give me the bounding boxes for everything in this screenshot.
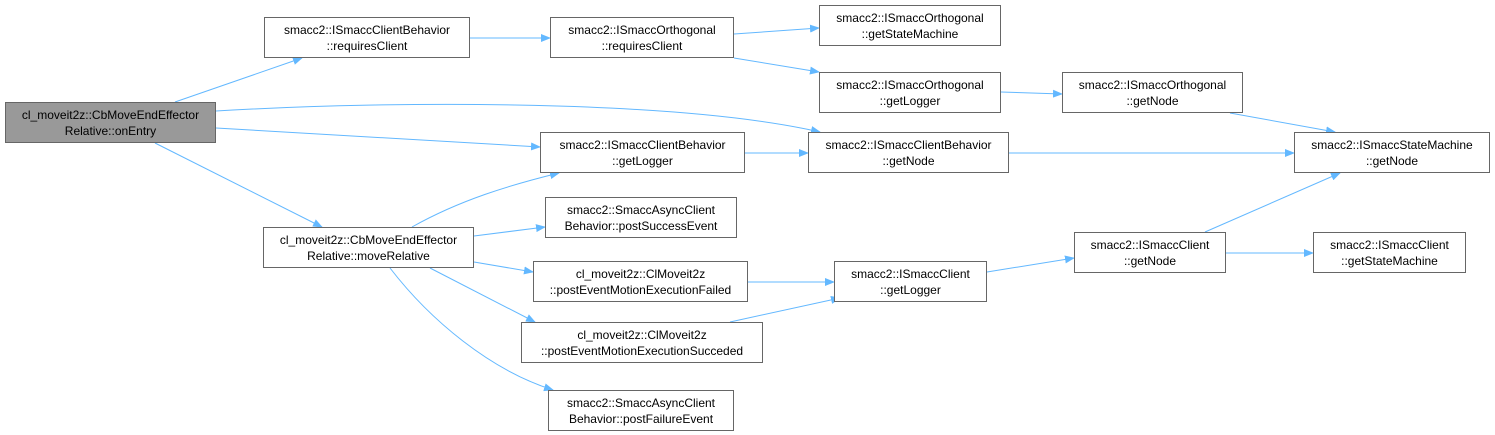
edge-moveRelative-to-postFailed [473, 261, 534, 275]
node-label-line1: smacc2::ISmaccClient [1330, 237, 1449, 252]
node-ismaccclient-getlogger[interactable]: smacc2::ISmaccClient ::getLogger [834, 261, 987, 302]
node-label-line2: ::postEventMotionExecutionFailed [549, 282, 732, 297]
node-label-line1: smacc2::ISmaccClient [1090, 237, 1210, 252]
node-label-line2: ::getNode [1365, 153, 1419, 168]
node-clmoveit2z-posteventmotionexecutionfailed[interactable]: cl_moveit2z::ClMoveit2z ::postEventMotio… [533, 261, 748, 302]
node-ismaccorthogonal-requiresclient[interactable]: smacc2::ISmaccOrthogonal ::requiresClien… [550, 17, 734, 58]
node-label-line2: ::getNode [882, 153, 935, 168]
edge-orth_requiresClient-to-orth_getLogger [733, 57, 820, 75]
node-label-line2: ::getStateMachine [1341, 253, 1438, 268]
node-label-line2: ::requiresClient [601, 38, 683, 53]
node-label-line1: smacc2::ISmaccClientBehavior [825, 137, 992, 152]
edge-onEntry-to-cb_requiresClient [174, 57, 303, 103]
node-label-line1: smacc2::ISmaccClient [851, 266, 970, 281]
edge-client_getNode-to-sm_getNode [1204, 172, 1341, 233]
node-label-line2: ::getLogger [612, 153, 673, 168]
node-ismaccorthogonal-getnode[interactable]: smacc2::ISmaccOrthogonal ::getNode [1062, 72, 1243, 113]
edge-orth_getLogger-to-orth_getNode [1000, 89, 1063, 98]
edge-orth_requiresClient-to-orth_getStateMachine [733, 24, 820, 35]
edge-postSucceded-to-client_getLogger [729, 296, 841, 323]
edge-moveRelative-to-postSucceded [429, 267, 536, 323]
node-label-line2: Behavior::postSuccessEvent [564, 218, 718, 233]
edge-onEntry-to-cb_getLogger [215, 127, 541, 151]
node-cbmoveendeffectorrelative-moverelative[interactable]: cl_moveit2z::CbMoveEndEffector Relative:… [263, 227, 474, 268]
edge-moveRelative-to-cb_getLogger [411, 171, 560, 228]
edge-moveRelative-to-postFailureEvent [389, 267, 554, 392]
node-label-line2: ::getNode [1123, 253, 1177, 268]
node-label-line1: cl_moveit2z::CbMoveEndEffector [21, 107, 200, 122]
node-ismaccorthogonal-getlogger[interactable]: smacc2::ISmaccOrthogonal ::getLogger [819, 72, 1001, 113]
node-ismaccclientbehavior-requiresclient[interactable]: smacc2::ISmaccClientBehavior ::requiresC… [264, 17, 470, 58]
node-label-line1: cl_moveit2z::ClMoveit2z [577, 327, 707, 342]
node-label-line1: smacc2::ISmaccOrthogonal [836, 10, 984, 25]
node-label-line2: ::getNode [1126, 93, 1179, 108]
node-label-line2: Relative::onEntry [64, 123, 157, 138]
node-label-line2: ::postEventMotionExecutionSucceded [540, 343, 744, 358]
node-label-line1: smacc2::ISmaccStateMachine [1311, 137, 1473, 152]
node-label-line1: smacc2::SmaccAsyncClient [566, 202, 716, 217]
node-label-line1: smacc2::ISmaccOrthogonal [1078, 77, 1227, 92]
node-label-line1: smacc2::ISmaccOrthogonal [836, 77, 984, 92]
edge-client_getLogger-to-client_getNode [986, 255, 1075, 273]
node-label-line1: smacc2::ISmaccClientBehavior [283, 22, 451, 37]
node-label-line2: ::getLogger [880, 282, 941, 297]
node-label-line1: smacc2::ISmaccOrthogonal [568, 22, 716, 37]
node-label-line1: smacc2::SmaccAsyncClient [566, 395, 716, 410]
node-cbmoveendeffectorrelative-onentry[interactable]: cl_moveit2z::CbMoveEndEffector Relative:… [5, 102, 216, 143]
node-ismaccclientbehavior-getnode[interactable]: smacc2::ISmaccClientBehavior ::getNode [808, 132, 1009, 173]
node-label-line1: cl_moveit2z::CbMoveEndEffector [279, 232, 458, 247]
edge-onEntry-to-cb_getNode [215, 103, 821, 134]
node-label-line1: smacc2::ISmaccClientBehavior [559, 137, 726, 152]
node-label-line2: ::getLogger [879, 93, 941, 108]
node-label-line2: ::getStateMachine [861, 26, 959, 41]
node-ismaccorthogonal-getstatemachine[interactable]: smacc2::ISmaccOrthogonal ::getStateMachi… [819, 5, 1001, 46]
edge-moveRelative-to-postSuccessEvent [473, 224, 546, 237]
node-label-line2: Behavior::postFailureEvent [568, 411, 714, 426]
node-ismaccclient-getstatemachine[interactable]: smacc2::ISmaccClient ::getStateMachine [1313, 232, 1466, 273]
edge-onEntry-to-moveRelative [154, 142, 323, 228]
node-clmoveit2z-posteventmotionexecutionsucceded[interactable]: cl_moveit2z::ClMoveit2z ::postEventMotio… [521, 322, 763, 363]
edge-orth_getNode-to-sm_getNode [1229, 112, 1336, 135]
node-smaccasyncclientbehavior-postfailureevent[interactable]: smacc2::SmaccAsyncClient Behavior::postF… [548, 390, 734, 431]
node-ismaccclient-getnode[interactable]: smacc2::ISmaccClient ::getNode [1074, 232, 1226, 273]
node-label-line2: ::requiresClient [326, 38, 408, 53]
node-ismaccstatemachine-getnode[interactable]: smacc2::ISmaccStateMachine ::getNode [1294, 132, 1490, 173]
node-label-line2: Relative::moveRelative [307, 248, 430, 263]
node-label-line1: cl_moveit2z::ClMoveit2z [575, 266, 706, 281]
node-smaccasyncclientbehavior-postsuccessevent[interactable]: smacc2::SmaccAsyncClient Behavior::postS… [545, 197, 737, 238]
node-ismaccclientbehavior-getlogger[interactable]: smacc2::ISmaccClientBehavior ::getLogger [540, 132, 745, 173]
